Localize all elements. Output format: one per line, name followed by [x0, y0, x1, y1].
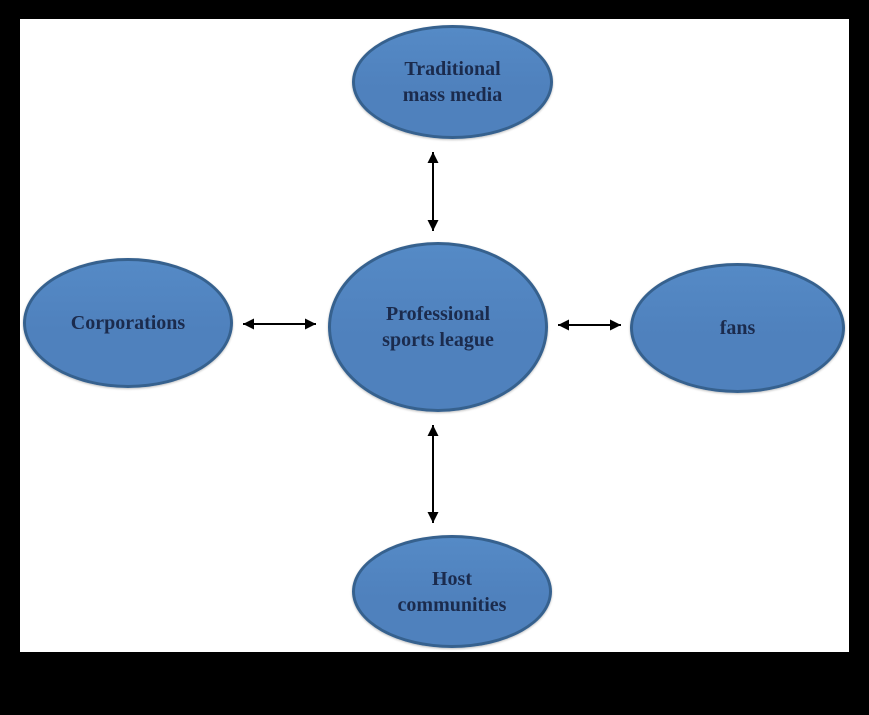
node-label-line: communities: [397, 593, 507, 616]
node-label-line: mass media: [402, 84, 503, 106]
node-fans: fans: [630, 263, 845, 393]
node-traditional-mass-media: Traditional mass media: [352, 25, 553, 139]
node-label-line: Host: [432, 567, 472, 590]
node-label-line: sports league: [382, 329, 494, 351]
node-label-line: fans: [719, 317, 756, 339]
node-label-line: Corporations: [70, 312, 186, 334]
node-label-line: Professional: [385, 303, 491, 325]
node-professional-sports-league: Professional sports league: [328, 242, 548, 412]
node-label-line: Traditional: [404, 58, 501, 80]
node-host-communities: Host communities: [352, 535, 552, 648]
node-corporations: Corporations: [23, 258, 233, 388]
